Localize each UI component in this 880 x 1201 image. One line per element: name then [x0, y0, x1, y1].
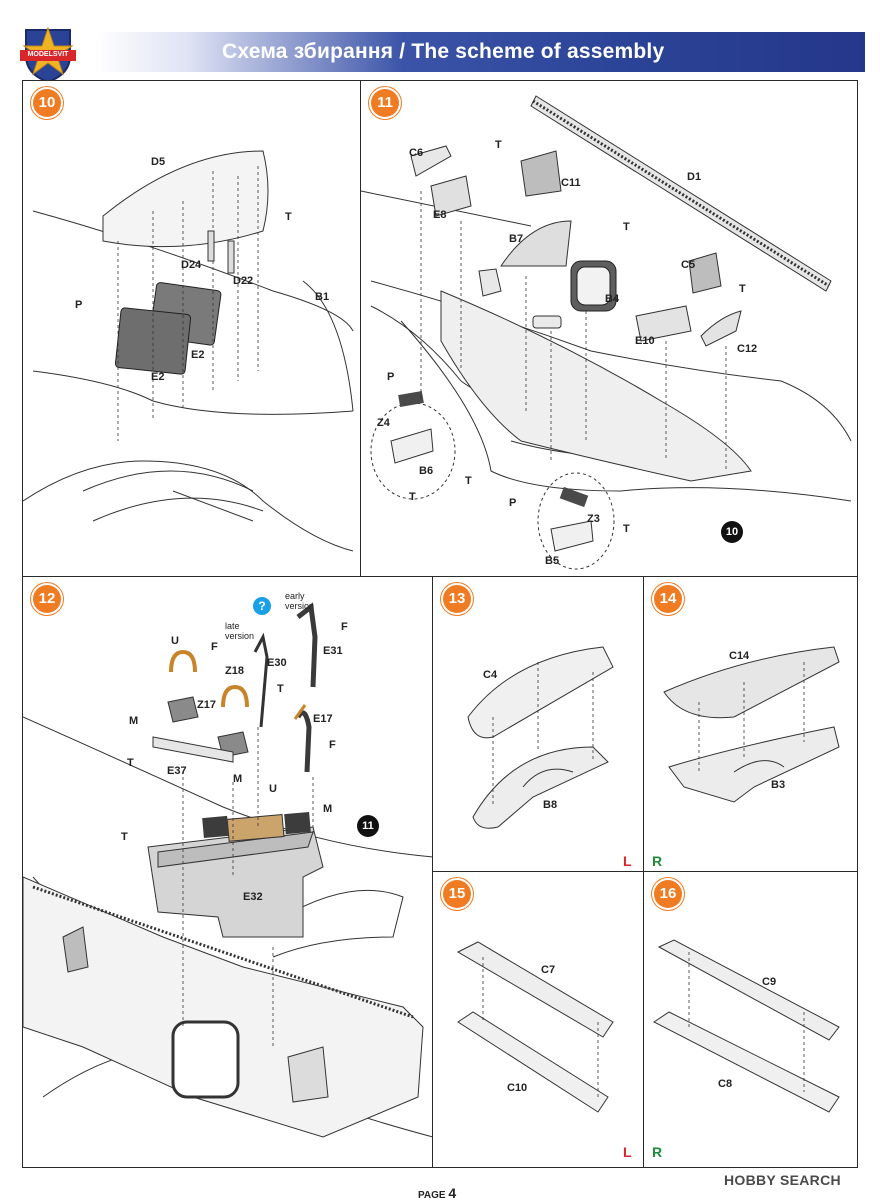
part-label-e2: E2 — [191, 349, 205, 361]
part-label-f: F — [211, 641, 218, 653]
page-label: PAGE — [418, 1190, 446, 1201]
title-bar — [95, 32, 865, 72]
part-label-z4: Z4 — [377, 417, 390, 429]
part-label-e30: E30 — [267, 657, 287, 669]
part-label-c14: C14 — [729, 650, 750, 662]
step-number-badge: 12 — [33, 585, 61, 613]
part-label-t: T — [623, 221, 630, 233]
page-number: PAGE 4 — [418, 1185, 456, 1201]
part-label-b1: B1 — [315, 291, 330, 303]
page-number-value: 4 — [448, 1185, 457, 1201]
part-label-d1: D1 — [687, 171, 702, 183]
part-label-e31: E31 — [323, 645, 343, 657]
page-title: Схема збирання / The scheme of assembly — [222, 40, 665, 63]
part-label-u: U — [269, 783, 277, 795]
part-label-u: U — [171, 635, 179, 647]
part-label-p: P — [75, 299, 83, 311]
part-label-d22: D22 — [233, 275, 254, 287]
part-label-t: T — [121, 831, 128, 843]
part-label-t: T — [495, 139, 502, 151]
part-label-c9: C9 — [762, 976, 777, 988]
part-label-c12: C12 — [737, 343, 758, 355]
part-label-c10: C10 — [507, 1082, 528, 1094]
part-label-t: T — [277, 683, 284, 695]
part-label-p: P — [509, 497, 517, 509]
step-number-badge: 14 — [654, 585, 682, 613]
step-14-panel: 14 C14 B3 R — [643, 576, 858, 873]
step-12-panel: 12 ? early version late version U F F E3… — [22, 576, 434, 1168]
hobby-search-watermark: HOBBY SEARCH — [724, 1172, 841, 1188]
step-14-drawing — [663, 646, 840, 803]
part-label-e10: E10 — [635, 335, 655, 347]
part-label-z17: Z17 — [197, 699, 216, 711]
part-label-c8: C8 — [718, 1078, 733, 1090]
part-label-c11: C11 — [561, 177, 581, 189]
part-label-e32: E32 — [243, 891, 263, 903]
early-version-note: early version — [285, 591, 315, 611]
step-number-badge: 16 — [654, 880, 682, 908]
part-label-b6: B6 — [419, 465, 434, 477]
part-label-f: F — [341, 621, 348, 633]
step-16-panel: 16 C9 C8 R — [643, 871, 858, 1168]
part-label-c5: C5 — [681, 259, 696, 271]
part-label-m: M — [233, 773, 243, 785]
part-label-b3: B3 — [771, 779, 786, 791]
part-label-b5: B5 — [545, 555, 560, 567]
part-label-d5: D5 — [151, 156, 166, 168]
part-label-c6: C6 — [409, 147, 424, 159]
part-label-t: T — [465, 475, 472, 487]
part-label-d24: D24 — [181, 259, 202, 271]
part-label-b8: B8 — [543, 799, 558, 811]
logo-text: MODELSVIT — [27, 51, 69, 58]
part-label-e17: E17 — [313, 713, 333, 725]
step-10-drawing — [23, 150, 354, 552]
part-label-e2: E2 — [151, 371, 165, 383]
step-11-drawing — [361, 95, 852, 570]
part-label-c4: C4 — [483, 669, 498, 681]
step-number-badge: 10 — [33, 89, 61, 117]
part-label-t: T — [623, 523, 630, 535]
help-icon: ? — [253, 597, 271, 615]
step-15-panel: 15 C7 C10 L — [432, 871, 645, 1168]
modelsvit-logo: MODELSVIT — [16, 22, 80, 86]
step-15-drawing — [456, 941, 614, 1113]
part-label-z3: Z3 — [587, 513, 600, 525]
side-indicator-right: R — [652, 1144, 663, 1160]
part-label-e8: E8 — [433, 209, 447, 221]
part-label-m: M — [323, 803, 333, 815]
step-reference-badge: 11 — [357, 815, 379, 837]
part-label-f: F — [329, 739, 336, 751]
part-label-c7: C7 — [541, 964, 556, 976]
part-label-t: T — [739, 283, 746, 295]
step-number-badge: 11 — [371, 89, 399, 117]
step-13-drawing — [467, 646, 614, 829]
step-number-badge: 15 — [443, 880, 471, 908]
part-label-t: T — [285, 211, 292, 223]
part-label-t: T — [409, 491, 416, 503]
part-label-b4: B4 — [605, 293, 620, 305]
step-13-panel: 13 C4 B8 L — [432, 576, 645, 873]
part-label-e37: E37 — [167, 765, 187, 777]
step-10-panel: 10 D5 T D24 D22 B1 P E2 E2 — [22, 80, 362, 578]
part-label-z18: Z18 — [225, 665, 244, 677]
part-label-b7: B7 — [509, 233, 524, 245]
step-16-drawing — [653, 939, 840, 1113]
side-indicator-left: L — [623, 853, 632, 869]
step-11-panel: 11 C6 T C11 D1 E8 T B7 C5 T B4 E10 C12 P… — [360, 80, 858, 578]
step-number-badge: 13 — [443, 585, 471, 613]
part-label-t: T — [127, 757, 134, 769]
part-label-m: M — [129, 715, 139, 727]
side-indicator-right: R — [652, 853, 663, 869]
late-version-note: late version — [225, 621, 255, 641]
part-label-p: P — [387, 371, 395, 383]
step-12-drawing — [23, 602, 433, 1138]
step-reference-badge: 10 — [721, 521, 743, 543]
side-indicator-left: L — [623, 1144, 632, 1160]
